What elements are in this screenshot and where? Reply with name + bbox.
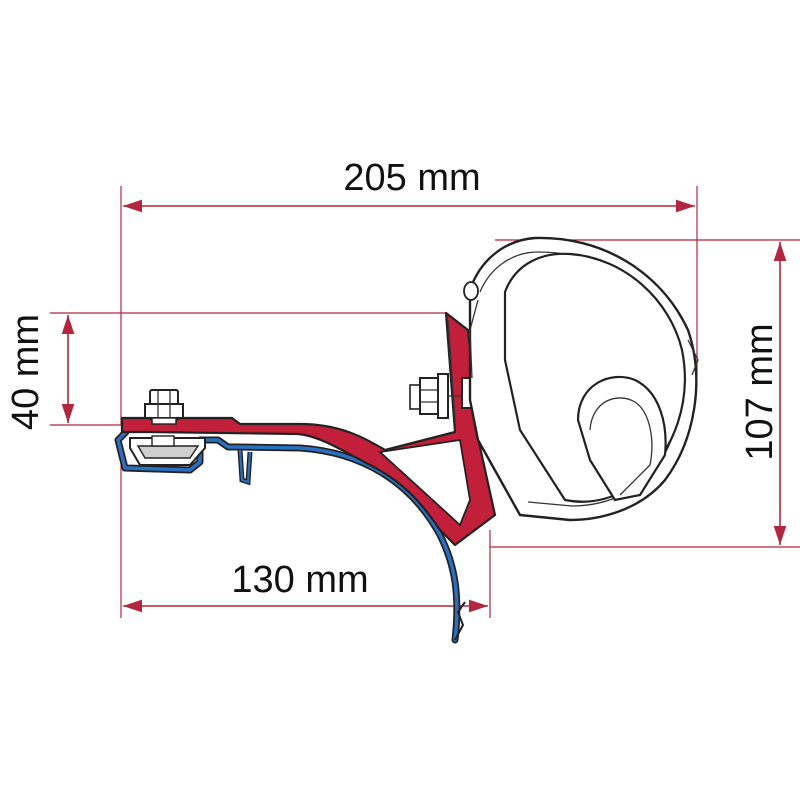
rail-clamp: [129, 435, 206, 466]
adapter-bracket: [120, 311, 497, 547]
dimension-107: 107 mm: [739, 242, 787, 545]
adapter-bracket-red: [120, 311, 497, 547]
dimension-label-130: 130 mm: [231, 559, 368, 601]
left-bolt: [144, 389, 184, 425]
cassette-roller-opening: [576, 375, 667, 502]
dimension-label-205: 205 mm: [343, 157, 480, 199]
awning-cassette: [463, 236, 699, 522]
dimension-40: 40 mm: [5, 314, 75, 430]
dimension-label-40: 40 mm: [5, 314, 47, 430]
dimension-205: 205 mm: [123, 157, 695, 213]
dimension-130: 130 mm: [123, 559, 488, 613]
dimension-label-107: 107 mm: [739, 323, 781, 460]
